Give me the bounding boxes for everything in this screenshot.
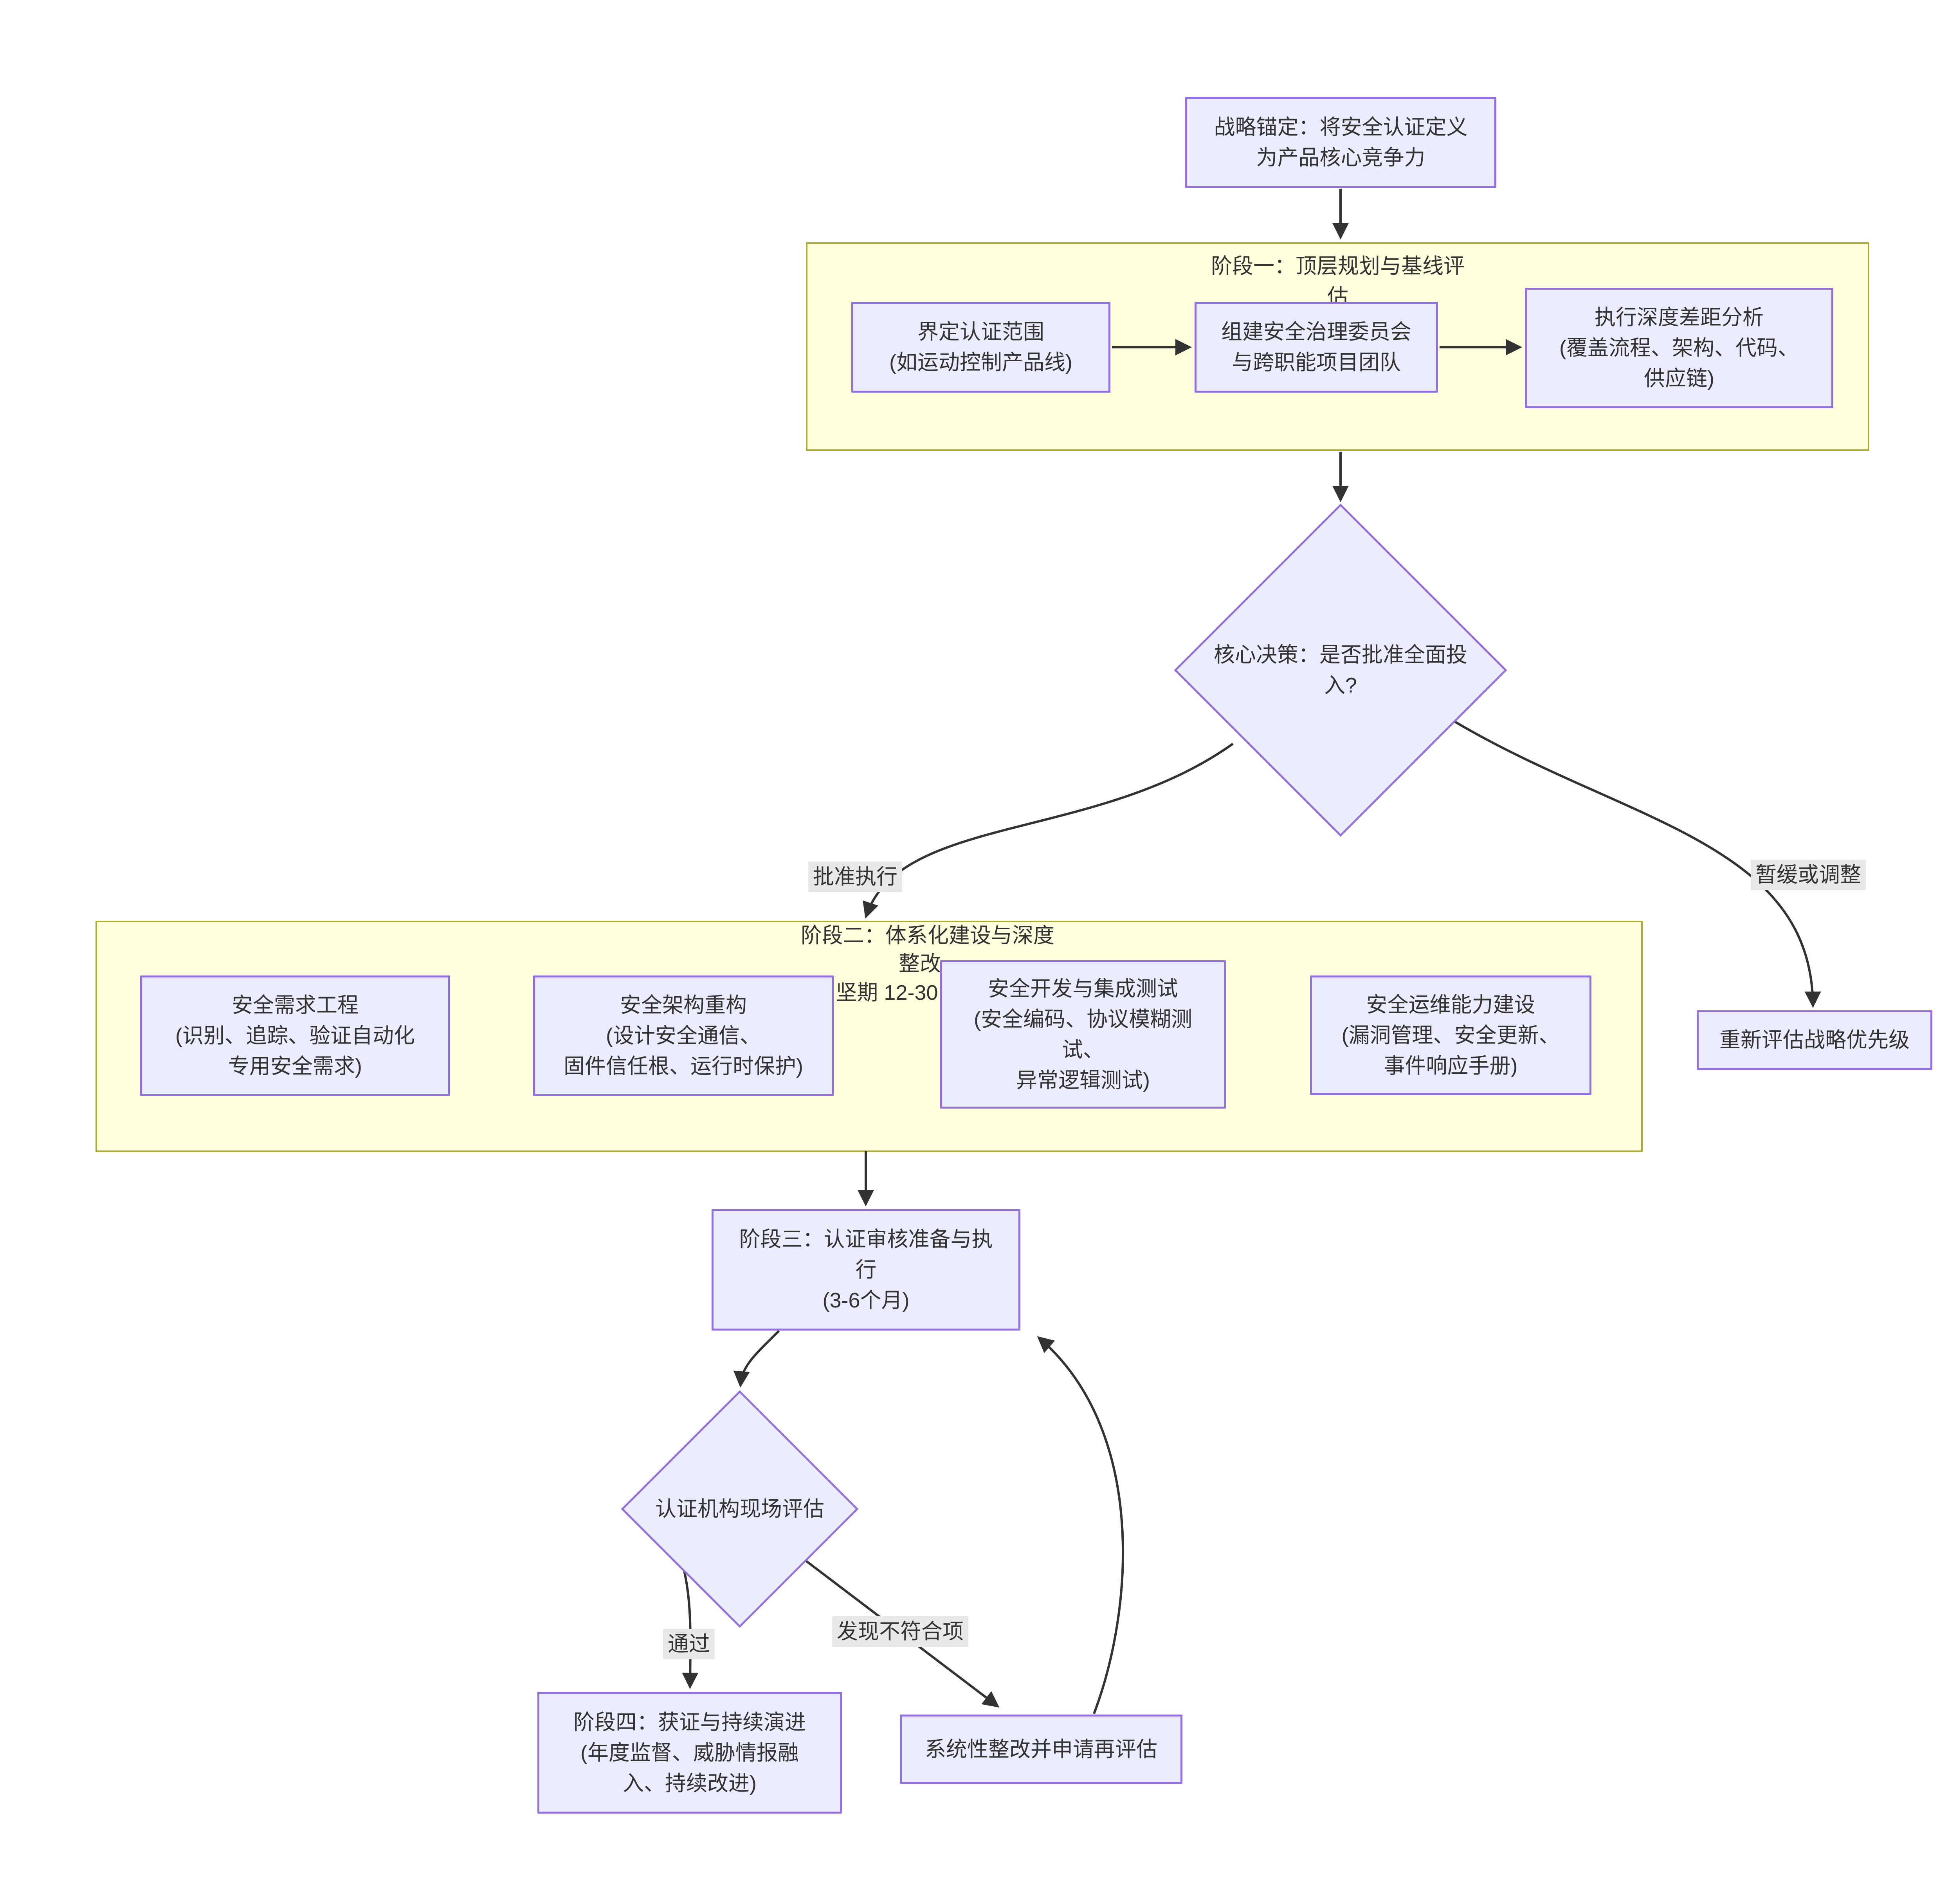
node-req-line: 安全需求工程: [232, 993, 359, 1017]
cluster-phase1-title-line1: 阶段一：顶层规划与基线评: [1211, 254, 1465, 278]
edge-audit-pass: [682, 1565, 699, 1689]
node-phase4-line: 阶段四：获证与持续演进: [573, 1710, 806, 1734]
node-reassess: 重新评估战略优先级: [1697, 1010, 1932, 1070]
node-start-line: 为产品核心竞争力: [1256, 146, 1425, 169]
node-committee-line: 组建安全治理委员会: [1221, 320, 1411, 344]
node-dev-line: 异常逻辑测试): [1016, 1068, 1150, 1092]
node-audit-line: 认证机构现场评估: [655, 1497, 824, 1521]
node-arch-line: 安全架构重构: [620, 993, 747, 1017]
node-gap-line: 供应链): [1644, 367, 1714, 390]
node-ops: 安全运维能力建设 (漏洞管理、安全更新、 事件响应手册): [1310, 975, 1591, 1095]
node-req: 安全需求工程 (识别、追踪、验证自动化 专用安全需求): [140, 975, 450, 1096]
node-phase3-line: (3-6个月): [822, 1289, 910, 1312]
node-ops-line: 事件响应手册): [1384, 1054, 1518, 1078]
node-dev-line: 试、: [1062, 1038, 1104, 1062]
node-committee: 组建安全治理委员会 与跨职能项目团队: [1195, 302, 1438, 393]
edge-decision-postpone: [1454, 720, 1821, 1008]
node-dev-line: (安全编码、协议模糊测: [974, 1007, 1192, 1031]
node-ops-line: (漏洞管理、安全更新、: [1341, 1023, 1560, 1047]
node-start-line: 战略锚定：将安全认证定义: [1214, 115, 1468, 139]
node-phase4: 阶段四：获证与持续演进 (年度监督、威胁情报融 入、持续改进): [537, 1692, 842, 1814]
edge-decision-approve: [863, 743, 1234, 919]
node-remediate: 系统性整改并申请再评估: [900, 1715, 1182, 1784]
node-phase4-line: 入、持续改进): [623, 1771, 757, 1795]
node-scope: 界定认证范围 (如运动控制产品线): [851, 302, 1110, 393]
decision-diamond-shape: [1174, 503, 1507, 837]
cluster-phase2-title-line2: 整改: [899, 952, 941, 975]
node-scope-line: 界定认证范围: [917, 320, 1044, 344]
node-start: 战略锚定：将安全认证定义 为产品核心竞争力: [1185, 97, 1496, 188]
node-gap-line: (覆盖流程、架构、代码、: [1559, 336, 1799, 360]
node-decision-label: 核心决策：是否批准全面投 入?: [1214, 640, 1467, 701]
edge-label-nonconform: 发现不符合项: [832, 1616, 968, 1647]
cluster-phase2-title-line1: 阶段二：体系化建设与深度: [801, 924, 1054, 947]
edge-label-pass: 通过: [663, 1629, 715, 1659]
node-phase4-line: (年度监督、威胁情报融: [580, 1741, 799, 1765]
edge-phase3-to-audit: [733, 1330, 780, 1388]
node-arch-line: (设计安全通信、: [606, 1024, 761, 1048]
node-decision-line: 入?: [1324, 674, 1357, 697]
node-phase3-line: 行: [855, 1258, 877, 1282]
node-arch: 安全架构重构 (设计安全通信、 固件信任根、运行时保护): [533, 975, 834, 1096]
cluster-phase2-title-line3: 坚期 12-30: [836, 981, 938, 1004]
node-remediate-line: 系统性整改并申请再评估: [925, 1737, 1157, 1761]
node-req-line: 专用安全需求): [228, 1055, 362, 1078]
node-gap-line: 执行深度差距分析: [1595, 306, 1764, 329]
node-dev-line: 安全开发与集成测试: [988, 977, 1178, 1001]
edge-label-postpone: 暂缓或调整: [1751, 860, 1866, 890]
edge-label-approve: 批准执行: [808, 862, 902, 892]
node-phase3: 阶段三：认证审核准备与执 行 (3-6个月): [712, 1209, 1020, 1331]
node-scope-line: (如运动控制产品线): [889, 351, 1072, 374]
node-ops-line: 安全运维能力建设: [1366, 993, 1535, 1017]
node-req-line: (识别、追踪、验证自动化: [175, 1024, 415, 1048]
node-decision-line: 核心决策：是否批准全面投: [1214, 643, 1467, 667]
node-arch-line: 固件信任根、运行时保护): [564, 1055, 803, 1078]
node-dev: 安全开发与集成测试 (安全编码、协议模糊测 试、 异常逻辑测试): [940, 960, 1226, 1109]
audit-diamond-shape: [621, 1390, 859, 1628]
node-phase3-line: 阶段三：认证审核准备与执: [739, 1228, 993, 1251]
node-reassess-line: 重新评估战略优先级: [1719, 1028, 1910, 1052]
node-audit-label: 认证机构现场评估: [655, 1494, 824, 1524]
edge-remediate-loop: [1037, 1336, 1124, 1715]
node-gap: 执行深度差距分析 (覆盖流程、架构、代码、 供应链): [1525, 288, 1833, 408]
node-committee-line: 与跨职能项目团队: [1232, 351, 1401, 374]
